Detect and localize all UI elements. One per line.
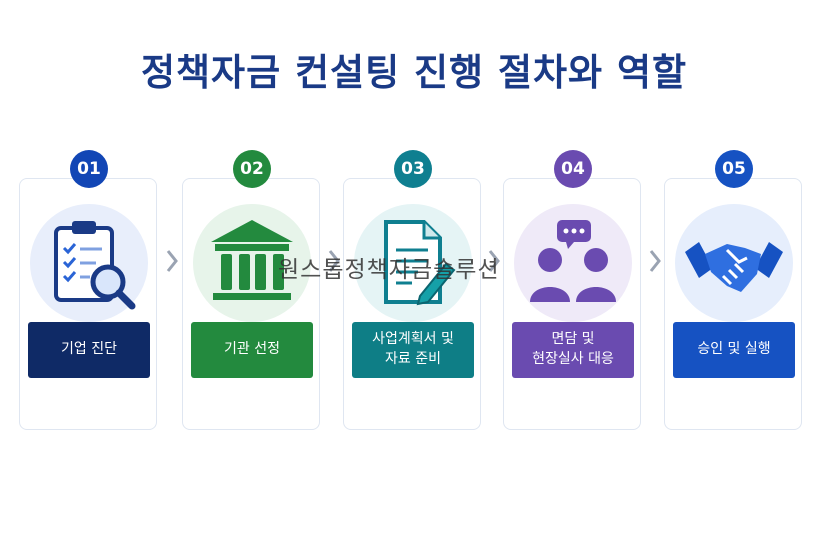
chevron-right-icon: [488, 250, 500, 272]
step-number-badge: 02: [233, 150, 271, 188]
government-building-icon: [211, 220, 293, 300]
step-number-badge: 01: [70, 150, 108, 188]
step-number-badge: 05: [715, 150, 753, 188]
step-label: 기관 선정: [191, 322, 313, 378]
step-4: 04 면담 및 현장실사 대응: [503, 150, 643, 432]
step-label: 기업 진단: [28, 322, 150, 378]
page-title: 정책자금 컨설팅 진행 절차와 역할: [140, 51, 688, 94]
step-label: 승인 및 실행: [673, 322, 795, 378]
chevron-right-icon: [649, 250, 661, 272]
clipboard-checklist-magnifier-icon: [54, 221, 136, 310]
document-pen-icon: [384, 220, 456, 306]
step-number-badge: 04: [554, 150, 592, 188]
step-1: 01 기업 진단: [19, 150, 159, 432]
chevron-right-icon: [328, 250, 340, 272]
step-label: 면담 및 현장실사 대응: [512, 322, 634, 378]
handshake-icon: [685, 242, 783, 292]
watermark-text: 원스톱정책자금솔루션: [278, 257, 500, 283]
step-number-badge: 03: [394, 150, 432, 188]
chevron-right-icon: [166, 250, 178, 272]
meeting-people-chat-icon: [530, 220, 616, 302]
step-5: 05 승인 및 실행: [664, 150, 804, 432]
step-2: 02 기관 선정: [182, 150, 322, 432]
step-label: 사업계획서 및 자료 준비: [352, 322, 474, 378]
step-3: 03 사업계획서 및 자료 준비: [343, 150, 483, 432]
